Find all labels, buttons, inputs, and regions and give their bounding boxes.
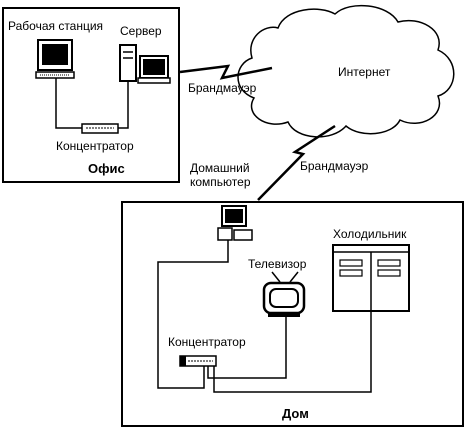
office-firewall-label: Брандмауэр (188, 81, 257, 95)
home-hub-icon (179, 355, 217, 367)
home-computer-label-line1: Домашний (190, 161, 250, 175)
office-cable-server (118, 81, 129, 129)
fridge-icon (332, 244, 410, 312)
home-cable-computer (157, 240, 229, 389)
office-boundary (2, 7, 180, 183)
server-icon (119, 44, 171, 84)
office-cable-workstation (55, 78, 82, 129)
home-hub-label: Концентратор (168, 335, 246, 349)
workstation-icon (35, 39, 75, 79)
home-cable-fridge (213, 311, 372, 393)
home-computer-icon (217, 205, 253, 241)
tv-icon (262, 271, 306, 317)
fridge-label: Холодильник (333, 227, 407, 241)
home-cable-tv (207, 317, 287, 379)
office-hub-icon (81, 123, 119, 134)
tv-label: Телевизор (248, 257, 307, 271)
workstation-label: Рабочая станция (8, 19, 103, 33)
internet-cloud (237, 4, 455, 138)
office-hub-label: Концентратор (56, 139, 134, 153)
home-computer-label-line2: компьютер (190, 175, 251, 189)
server-label: Сервер (120, 24, 162, 38)
home-boundary (121, 201, 464, 427)
home-title: Дом (282, 406, 309, 421)
internet-label: Интернет (338, 65, 391, 79)
office-title: Офис (88, 161, 125, 176)
home-firewall-label: Брандмауэр (300, 159, 369, 173)
home-internet-link (257, 124, 336, 201)
office-internet-link (179, 64, 273, 80)
